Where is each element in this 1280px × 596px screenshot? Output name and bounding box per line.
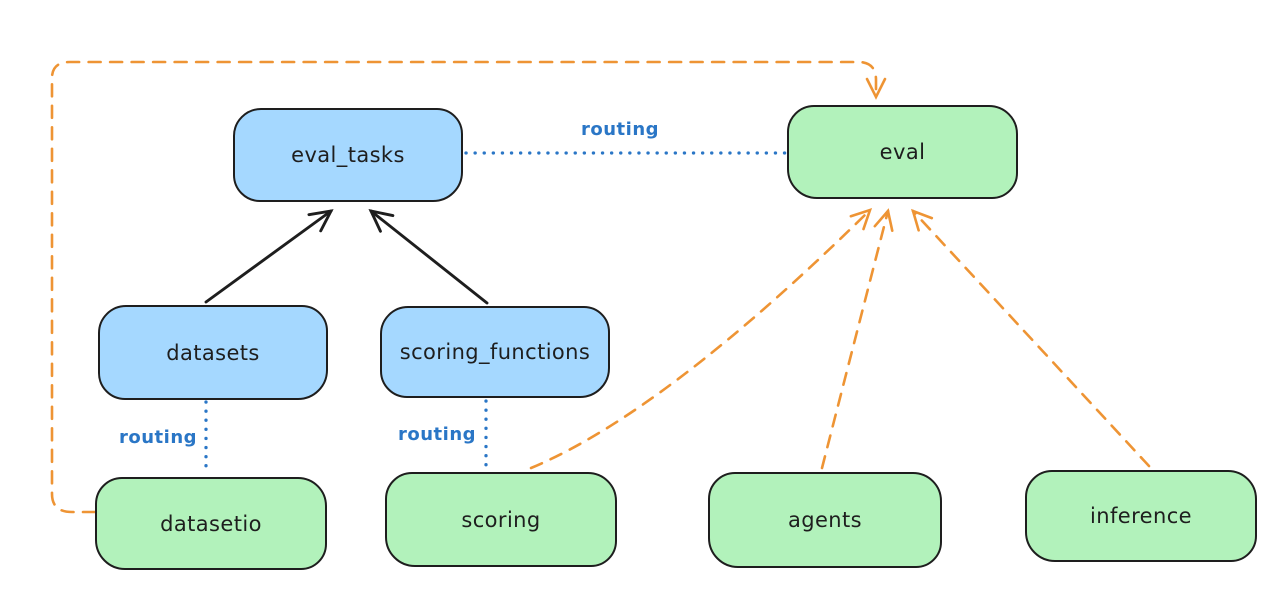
edge-datasets-to-eval-tasks bbox=[204, 211, 331, 304]
node-datasets: datasets bbox=[98, 305, 328, 400]
node-agents-label: agents bbox=[787, 508, 862, 532]
edge-label-routing-scoring-functions-scoring: routing bbox=[397, 424, 477, 445]
node-scoring: scoring bbox=[385, 472, 617, 567]
node-datasetio: datasetio bbox=[95, 477, 327, 570]
edge-agents-to-eval bbox=[820, 208, 894, 470]
node-datasets-label: datasets bbox=[166, 340, 260, 365]
node-scoring-functions-label: scoring_functions bbox=[399, 340, 591, 364]
edge-label-routing-datasets-datasetio: routing bbox=[118, 427, 198, 448]
node-datasetio-label: datasetio bbox=[160, 511, 262, 536]
node-scoring-label: scoring bbox=[461, 507, 541, 532]
edge-inference-to-eval bbox=[911, 208, 1151, 468]
edge-datasetio-to-eval bbox=[50, 60, 887, 514]
edge-scoring-functions-to-eval-tasks bbox=[371, 211, 489, 305]
node-eval-label: eval bbox=[879, 140, 926, 164]
edge-scoring-to-eval bbox=[529, 207, 873, 470]
node-eval-tasks-label: eval_tasks bbox=[291, 143, 405, 167]
node-inference: inference bbox=[1025, 470, 1257, 562]
node-scoring-functions: scoring_functions bbox=[380, 306, 610, 398]
node-eval-tasks: eval_tasks bbox=[233, 108, 463, 202]
node-agents: agents bbox=[708, 472, 942, 568]
node-eval: eval bbox=[787, 105, 1018, 199]
edge-label-routing-eval-tasks-eval: routing bbox=[580, 119, 660, 140]
node-inference-label: inference bbox=[1090, 504, 1192, 528]
